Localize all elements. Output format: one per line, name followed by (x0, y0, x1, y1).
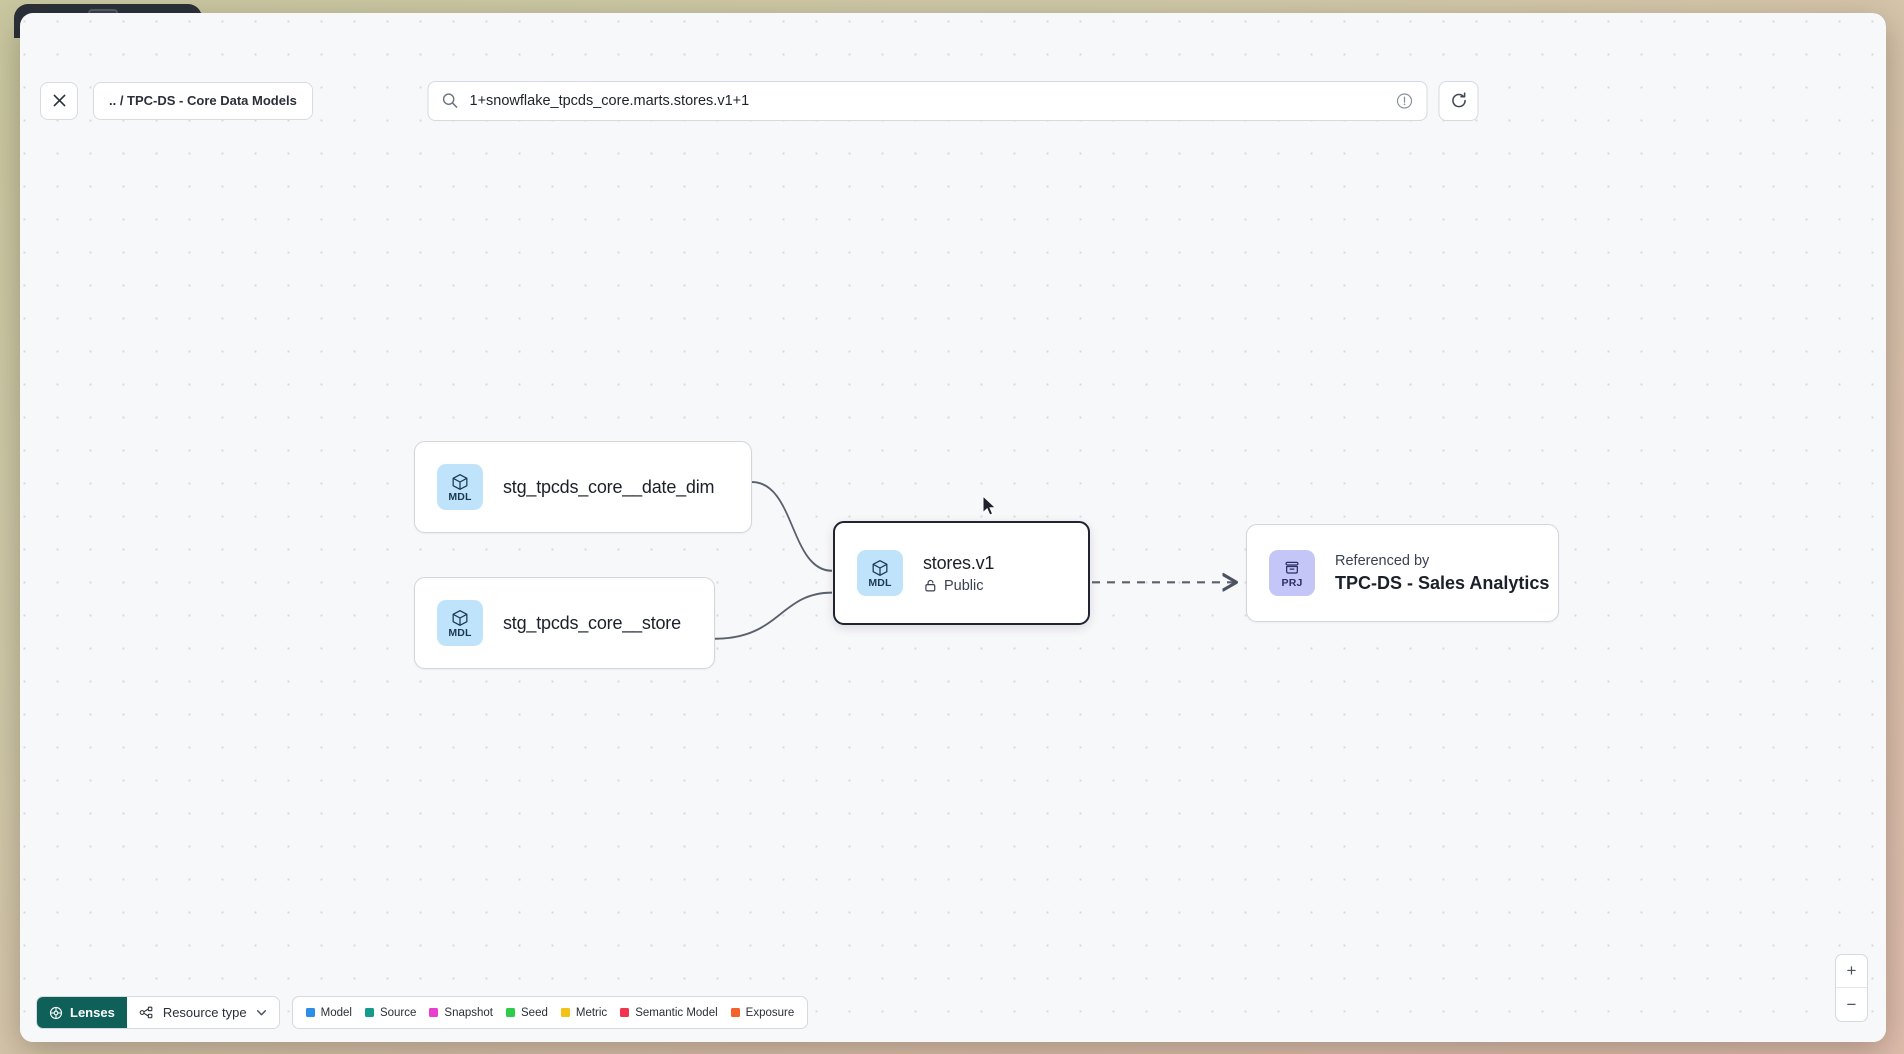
resource-badge-label: MDL (868, 576, 892, 589)
resource-badge-model: MDL (437, 464, 483, 510)
resource-type-label: Resource type (162, 1005, 247, 1020)
legend-label: Metric (575, 1006, 608, 1019)
legend-item-seed: Seed (506, 1007, 548, 1019)
resource-badge-label: PRJ (1281, 576, 1303, 589)
lineage-toolbar: .. / TPC-DS - Core Data Models (20, 66, 1886, 135)
legend-item-model: Model (305, 1006, 352, 1019)
legend-item-exposure: Exposure (730, 1006, 795, 1019)
node-body: Referenced by TPC-DS - Sales Analytics (1335, 553, 1549, 594)
legend-swatch (620, 1008, 630, 1017)
node-body: stg_tpcds_core__date_dim (503, 476, 715, 498)
node-title: stg_tpcds_core__store (503, 612, 681, 633)
legend-item-semantic-model: Semantic Model (620, 1006, 718, 1019)
resource-badge-label: MDL (448, 490, 472, 503)
node-body: stores.v1 Public (923, 553, 994, 594)
lens-globe-icon (49, 1006, 63, 1019)
resource-badge-model: MDL (437, 600, 483, 646)
legend-swatch (560, 1008, 570, 1017)
legend-label: Source (379, 1006, 417, 1019)
cube-icon (452, 609, 468, 626)
graph-node-stores-v1[interactable]: MDL stores.v1 Public (833, 521, 1090, 625)
legend-label: Seed (521, 1006, 548, 1019)
lenses-button[interactable]: Lenses (37, 997, 127, 1028)
legend-swatch (730, 1008, 740, 1017)
chevron-down-icon (256, 1010, 266, 1016)
search-icon (442, 93, 458, 108)
resource-badge-label: MDL (448, 626, 472, 639)
node-title: stores.v1 (923, 552, 995, 573)
node-body: stg_tpcds_core__store (503, 613, 681, 634)
legend-swatch (305, 1008, 315, 1017)
legend-label: Semantic Model (635, 1006, 718, 1019)
legend-item-source: Source (364, 1006, 417, 1019)
legend-swatch (364, 1008, 374, 1017)
nodes-graph-icon (139, 1006, 153, 1019)
unlock-icon (925, 579, 936, 592)
legend-item-metric: Metric (560, 1006, 608, 1019)
app-window: dbt Develop Deploy Explore Navigation pr… (20, 13, 1886, 1042)
graph-node-stg-store[interactable]: MDL stg_tpcds_core__store (414, 577, 715, 669)
edge-date-dim-to-stores (751, 481, 833, 572)
lens-controls-group: Lenses Resource type (36, 996, 280, 1029)
legend-item-snapshot: Snapshot (429, 1007, 493, 1019)
edge-store-to-stores (714, 591, 833, 640)
lenses-label: Lenses (70, 1005, 115, 1020)
graph-node-sales-analytics-project[interactable]: PRJ Referenced by TPC-DS - Sales Analyti… (1246, 524, 1559, 622)
lineage-breadcrumb-pill[interactable]: .. / TPC-DS - Core Data Models (93, 81, 313, 120)
legend-label: Snapshot (444, 1006, 494, 1019)
resource-badge-project: PRJ (1269, 550, 1315, 596)
zoom-in-button[interactable]: + (1836, 955, 1867, 988)
node-title: stg_tpcds_core__date_dim (503, 476, 715, 497)
lineage-search-group (427, 80, 1479, 121)
legend-label: Exposure (745, 1006, 795, 1019)
node-access-level: Public (923, 578, 994, 594)
lineage-graph: MDL stg_tpcds_core__date_dim MDL stg_tpc… (20, 13, 1886, 1042)
lineage-canvas[interactable]: .. / TPC-DS - Core Data Models (20, 13, 1886, 1042)
cube-icon (872, 559, 888, 576)
node-eyebrow: Referenced by (1335, 552, 1430, 569)
close-icon[interactable] (40, 81, 78, 120)
search-input[interactable] (469, 92, 1385, 109)
node-title: TPC-DS - Sales Analytics (1335, 572, 1550, 593)
legend-swatch (506, 1008, 516, 1017)
node-access-label: Public (944, 577, 984, 594)
legend-swatch (429, 1008, 439, 1017)
cube-icon (452, 473, 468, 490)
zoom-controls: + − (1835, 954, 1868, 1022)
info-icon[interactable] (1396, 92, 1414, 110)
zoom-out-button[interactable]: − (1846, 994, 1857, 1014)
graph-node-stg-date-dim[interactable]: MDL stg_tpcds_core__date_dim (414, 441, 752, 533)
resource-badge-model: MDL (857, 550, 903, 596)
lineage-bottom-bar: Lenses Resource type Model (36, 996, 809, 1029)
resource-type-legend: Model Source Snapshot Seed Metric (291, 996, 809, 1029)
layers-icon (1285, 561, 1299, 574)
refresh-icon[interactable] (1438, 80, 1479, 121)
resource-type-dropdown[interactable]: Resource type (126, 997, 279, 1028)
search-box[interactable] (427, 80, 1428, 121)
legend-label: Model (320, 1006, 352, 1019)
